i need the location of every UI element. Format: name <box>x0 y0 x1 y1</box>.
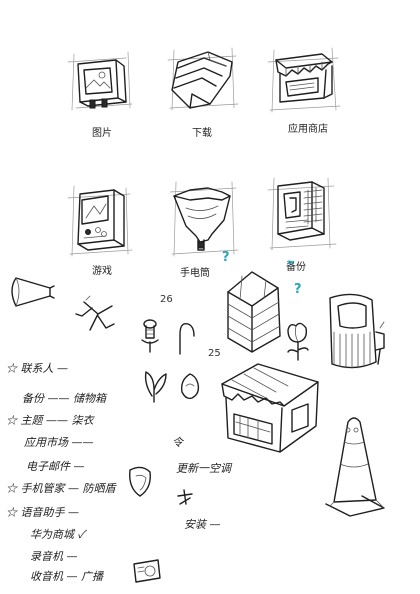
list-item: ☆ 手机管家 — 防晒盾 <box>6 482 116 495</box>
star-mark: ☆ <box>6 506 17 519</box>
list-item: 收音机 — 广播 <box>30 570 103 583</box>
list-item-text: 录音机 — <box>30 550 78 563</box>
market-stall-sketch <box>214 360 322 460</box>
tulip-sketch <box>282 320 312 362</box>
side-note-1: 令 <box>172 436 183 449</box>
wave-mark-note: ≈ <box>286 256 296 269</box>
list-item-text: 应用市场 —— <box>24 436 94 449</box>
download-label: 下载 <box>192 128 212 139</box>
list-item-text: 主题 —— 柒衣 <box>20 414 94 427</box>
list-item-text: 联系人 — <box>20 362 69 375</box>
side-note-2: 更新一空调 <box>176 462 231 475</box>
radio-heater-sketch <box>318 292 390 376</box>
small-shield-sketch <box>126 466 154 498</box>
list-item: 备份 —— 储物箱 <box>22 392 106 405</box>
list-item-text: 收音机 — 广播 <box>30 570 103 583</box>
list-item: 录音机 — <box>30 550 78 563</box>
list-item: ☆ 主题 —— 柒衣 <box>6 414 94 427</box>
list-item-text: 备份 —— 储物箱 <box>22 392 106 405</box>
dimension-label-b: 25 <box>208 348 221 359</box>
question-mark-note: ? <box>222 250 230 265</box>
list-item-text: 华为商城 ✓ <box>30 528 86 541</box>
dimension-label-a: 26 <box>160 294 173 305</box>
cross-mark-sketch <box>176 488 196 508</box>
cone-lamp-sketch <box>6 272 56 312</box>
leaf-sketch <box>136 360 172 404</box>
list-item: ☆ 联系人 — <box>6 362 68 375</box>
list-item: 应用市场 —— <box>24 436 94 449</box>
list-item: 电子邮件 — <box>26 460 85 473</box>
radio-sketch <box>130 556 164 584</box>
list-item: 华为商城 ✓ <box>30 528 85 541</box>
running-figure-sketch <box>72 294 118 338</box>
question-mark-note-2: ? <box>294 282 302 297</box>
flashlight-label: 手电筒 <box>180 268 210 279</box>
backup-label: 备份 <box>286 262 306 273</box>
traffic-cone-sketch <box>322 412 388 520</box>
picture-frame-icon <box>66 50 136 112</box>
list-item-text: 手机管家 — 防晒盾 <box>20 482 116 495</box>
list-item: ☆ 语音助手 — <box>6 506 79 519</box>
store-awning-icon <box>266 46 344 114</box>
star-mark: ☆ <box>6 482 17 495</box>
app-store-label: 应用商店 <box>288 124 328 135</box>
bolt-sketch <box>136 316 166 356</box>
safe-box-icon <box>266 176 338 254</box>
side-note-3: 安装 — <box>184 518 221 531</box>
game-label: 游戏 <box>92 266 112 277</box>
arch-sketch <box>176 320 200 356</box>
star-mark: ☆ <box>6 362 17 375</box>
layered-house-sketch <box>222 266 292 356</box>
picture-label: 图片 <box>92 128 112 139</box>
list-item-text: 电子邮件 — <box>26 460 85 473</box>
arcade-machine-icon <box>66 184 136 260</box>
download-tray-icon <box>164 46 244 112</box>
list-item-text: 语音助手 — <box>20 506 80 519</box>
star-mark: ☆ <box>6 414 17 427</box>
shield-shape-sketch <box>178 372 202 402</box>
flashlight-icon <box>166 180 242 260</box>
